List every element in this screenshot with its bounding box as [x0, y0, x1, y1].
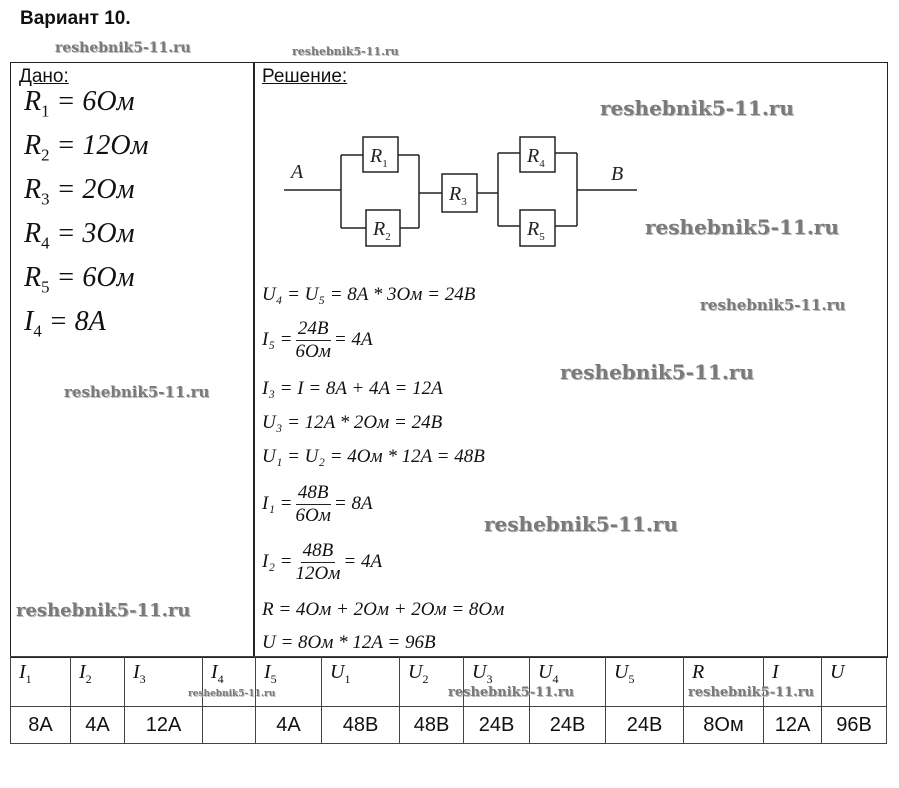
r2-label: R2	[372, 218, 391, 243]
solution-line: I₃ = I = 8A + 4A = 12A	[262, 378, 443, 399]
node-b-label: B	[611, 163, 623, 185]
table-header-cell: I3	[124, 656, 203, 707]
watermark: reshebnik5-11.ru	[560, 360, 754, 384]
given-value: I4 = 8A	[24, 306, 106, 341]
watermark: reshebnik5-11.ru	[55, 40, 191, 56]
table-value-cell: 12A	[124, 706, 203, 744]
watermark: reshebnik5-11.ru	[700, 296, 846, 314]
table-value-cell: 12A	[763, 706, 822, 744]
given-value: R2 = 12Ом	[24, 130, 149, 165]
table-header-cell: U1	[321, 656, 400, 707]
given-label: Дано:	[19, 66, 69, 87]
table-value-cell: 4A	[255, 706, 322, 744]
solution-line: U₃ = 12A * 2Ом = 24B	[262, 412, 443, 433]
page-title: Вариант 10.	[20, 8, 131, 29]
resistor-r5	[519, 209, 556, 247]
given-value: R3 = 2Ом	[24, 174, 135, 209]
solution-line: U₁ = U₂ = 4Ом * 12A = 48B	[262, 446, 485, 467]
resistor-r3	[441, 173, 478, 213]
given-value: R1 = 6Ом	[24, 86, 135, 121]
r5-label: R5	[526, 218, 545, 243]
table-value-cell: 8A	[10, 706, 71, 744]
circuit-diagram: A B R1 R2 R3 R4 R5	[284, 136, 637, 247]
given-value: R4 = 3Ом	[24, 218, 135, 253]
table-value-cell: 24B	[463, 706, 530, 744]
table-value-cell: 96B	[821, 706, 887, 744]
table-header-cell: U5	[605, 656, 684, 707]
table-header-cell: I1	[10, 656, 71, 707]
watermark: reshebnik5-11.ru	[16, 600, 191, 621]
solution-line: U₄ = U₅ = 8A * 3Ом = 24B	[262, 284, 476, 305]
table-header-cell: U	[821, 656, 887, 707]
watermark: reshebnik5-11.ru	[688, 685, 815, 700]
node-a-label: A	[289, 161, 304, 183]
solution-line: U = 8Ом * 12A = 96B	[262, 632, 436, 653]
solution-line: R = 4Ом + 2Ом + 2Ом = 8Ом	[262, 599, 505, 620]
r3-label: R3	[448, 183, 467, 208]
table-header-cell: I	[763, 656, 822, 707]
table-value-cell: 48B	[321, 706, 400, 744]
table-value-cell: 48B	[399, 706, 464, 744]
watermark: reshebnik5-11.ru	[645, 215, 839, 239]
watermark: reshebnik5-11.ru	[600, 96, 794, 120]
table-header-cell: U4	[529, 656, 606, 707]
watermark: reshebnik5-11.ru	[448, 685, 575, 700]
table-value-cell	[202, 706, 256, 744]
r1-label: R1	[369, 145, 388, 170]
table-header-cell: I2	[70, 656, 125, 707]
table-value-cell: 4A	[70, 706, 125, 744]
resistor-r4	[519, 136, 556, 173]
r4-label: R4	[526, 145, 545, 170]
given-value: R5 = 6Ом	[24, 262, 135, 297]
watermark: reshebnik5-11.ru	[292, 45, 399, 58]
resistor-r2	[365, 209, 401, 247]
resistor-r1	[362, 136, 399, 173]
table-header-cell: I4	[202, 656, 256, 707]
table-value-cell: 8Ом	[683, 706, 764, 744]
watermark: reshebnik5-11.ru	[484, 512, 678, 536]
table-value-cell: 24B	[529, 706, 606, 744]
table-value-cell: 24B	[605, 706, 684, 744]
watermark: reshebnik5-11.ru	[64, 383, 210, 401]
solution-label: Решение:	[262, 66, 348, 87]
table-header-cell: I5	[255, 656, 322, 707]
watermark: reshebnik5-11.ru	[188, 689, 276, 699]
